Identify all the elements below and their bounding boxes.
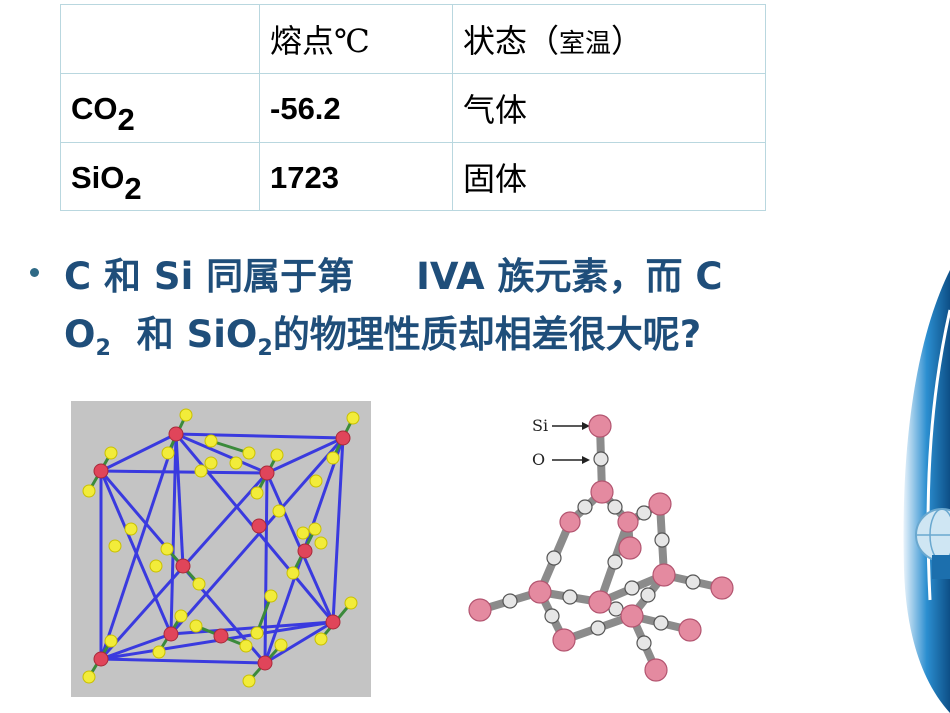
- question-subscript-2: 2: [257, 334, 273, 361]
- header-empty-cell: [60, 4, 260, 74]
- header-state-text: 状态（: [463, 22, 560, 60]
- question-subscript-1: 2: [95, 334, 111, 361]
- question-part-5: 的物理性质却相差很大呢?: [272, 313, 702, 356]
- table-row: CO2 -56.2 气体: [60, 73, 766, 143]
- question-line-1: C 和 Si 同属于第 IVA 族元素，而 C: [64, 248, 864, 306]
- decorative-globe-graphic: [903, 270, 950, 713]
- header-melting-point-text: 熔点℃: [270, 22, 370, 60]
- header-melting-point: 熔点℃: [259, 4, 453, 74]
- melting-point-cell: -56.2: [259, 73, 453, 143]
- question-part-1: C 和 Si 同属于第: [64, 255, 355, 298]
- formula-base: CO: [71, 91, 118, 126]
- si-label: Si: [532, 416, 548, 435]
- table-header-row: 熔点℃ 状态（室温）: [60, 4, 766, 74]
- melting-point-value: -56.2: [270, 91, 341, 126]
- question-part-2: IVA 族元素，而 C: [416, 255, 723, 298]
- melting-point-cell: 1723: [259, 142, 453, 211]
- table-row: SiO2 1723 固体: [60, 142, 766, 211]
- state-value: 固体: [463, 159, 528, 198]
- o-label: O: [532, 450, 545, 469]
- formula-base: SiO: [71, 159, 125, 195]
- question-line-2: O2 和 SiO2的物理性质却相差很大呢?: [64, 306, 864, 364]
- formula-subscript: 2: [124, 170, 142, 206]
- header-state: 状态（室温）: [452, 4, 766, 74]
- state-cell: 气体: [452, 73, 766, 143]
- formula-cell: CO2: [60, 73, 260, 143]
- state-cell: 固体: [452, 142, 766, 211]
- formula-subscript: 2: [117, 101, 135, 137]
- sio2-network-structure-image: Si O: [460, 400, 740, 700]
- properties-table: 熔点℃ 状态（室温） CO2 -56.2 气体 SiO2 1723 固体: [60, 4, 766, 211]
- question-part-4: 和 SiO: [136, 313, 258, 356]
- bullet-dot: [30, 268, 39, 277]
- header-state-room-temp: 室温: [559, 29, 612, 59]
- question-part-3: O: [64, 313, 96, 356]
- formula-cell: SiO2: [60, 142, 260, 211]
- co2-crystal-lattice-image: [71, 401, 371, 697]
- header-state-close: ）: [611, 22, 644, 60]
- state-value: 气体: [463, 91, 528, 129]
- melting-point-value: 1723: [270, 159, 339, 195]
